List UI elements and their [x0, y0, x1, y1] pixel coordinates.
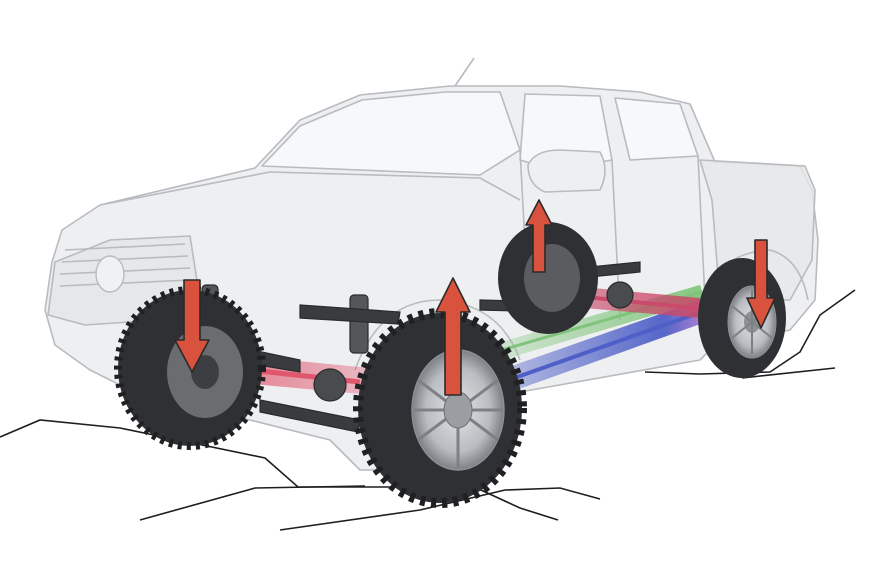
drive-shaft-blue-core [502, 309, 705, 384]
arrow-down-icon [174, 279, 210, 373]
wheel-front-right [353, 308, 527, 508]
antenna [454, 57, 475, 87]
tire-tread-front-right [353, 308, 527, 508]
windshield [261, 91, 521, 176]
hub-front-left [191, 355, 219, 389]
motion-arrows [174, 199, 776, 396]
grille [59, 243, 191, 287]
arrow-up-icon [525, 199, 553, 273]
front-right-control-arm [299, 304, 401, 325]
terrain-line-ground-mid [139, 485, 366, 521]
arrow-down-icon [746, 239, 776, 329]
side-mirror [527, 149, 606, 193]
hood-line [99, 171, 521, 206]
terrain-line-ground-front [279, 487, 601, 531]
wheel-rear-left [498, 222, 598, 334]
rear-differential [606, 281, 634, 309]
front-wheel-arch [354, 299, 521, 371]
arrow-up-icon [435, 277, 471, 396]
front-right-coil [349, 294, 369, 354]
terrain-line-ground-front-2 [469, 484, 559, 521]
terrain-line-rear-ground [741, 367, 836, 379]
headlight [95, 255, 125, 293]
terrain-line-rear-right [644, 289, 856, 375]
front-differential [313, 368, 347, 402]
wheel-rear-right [698, 258, 786, 378]
hub-front-right [443, 391, 473, 429]
